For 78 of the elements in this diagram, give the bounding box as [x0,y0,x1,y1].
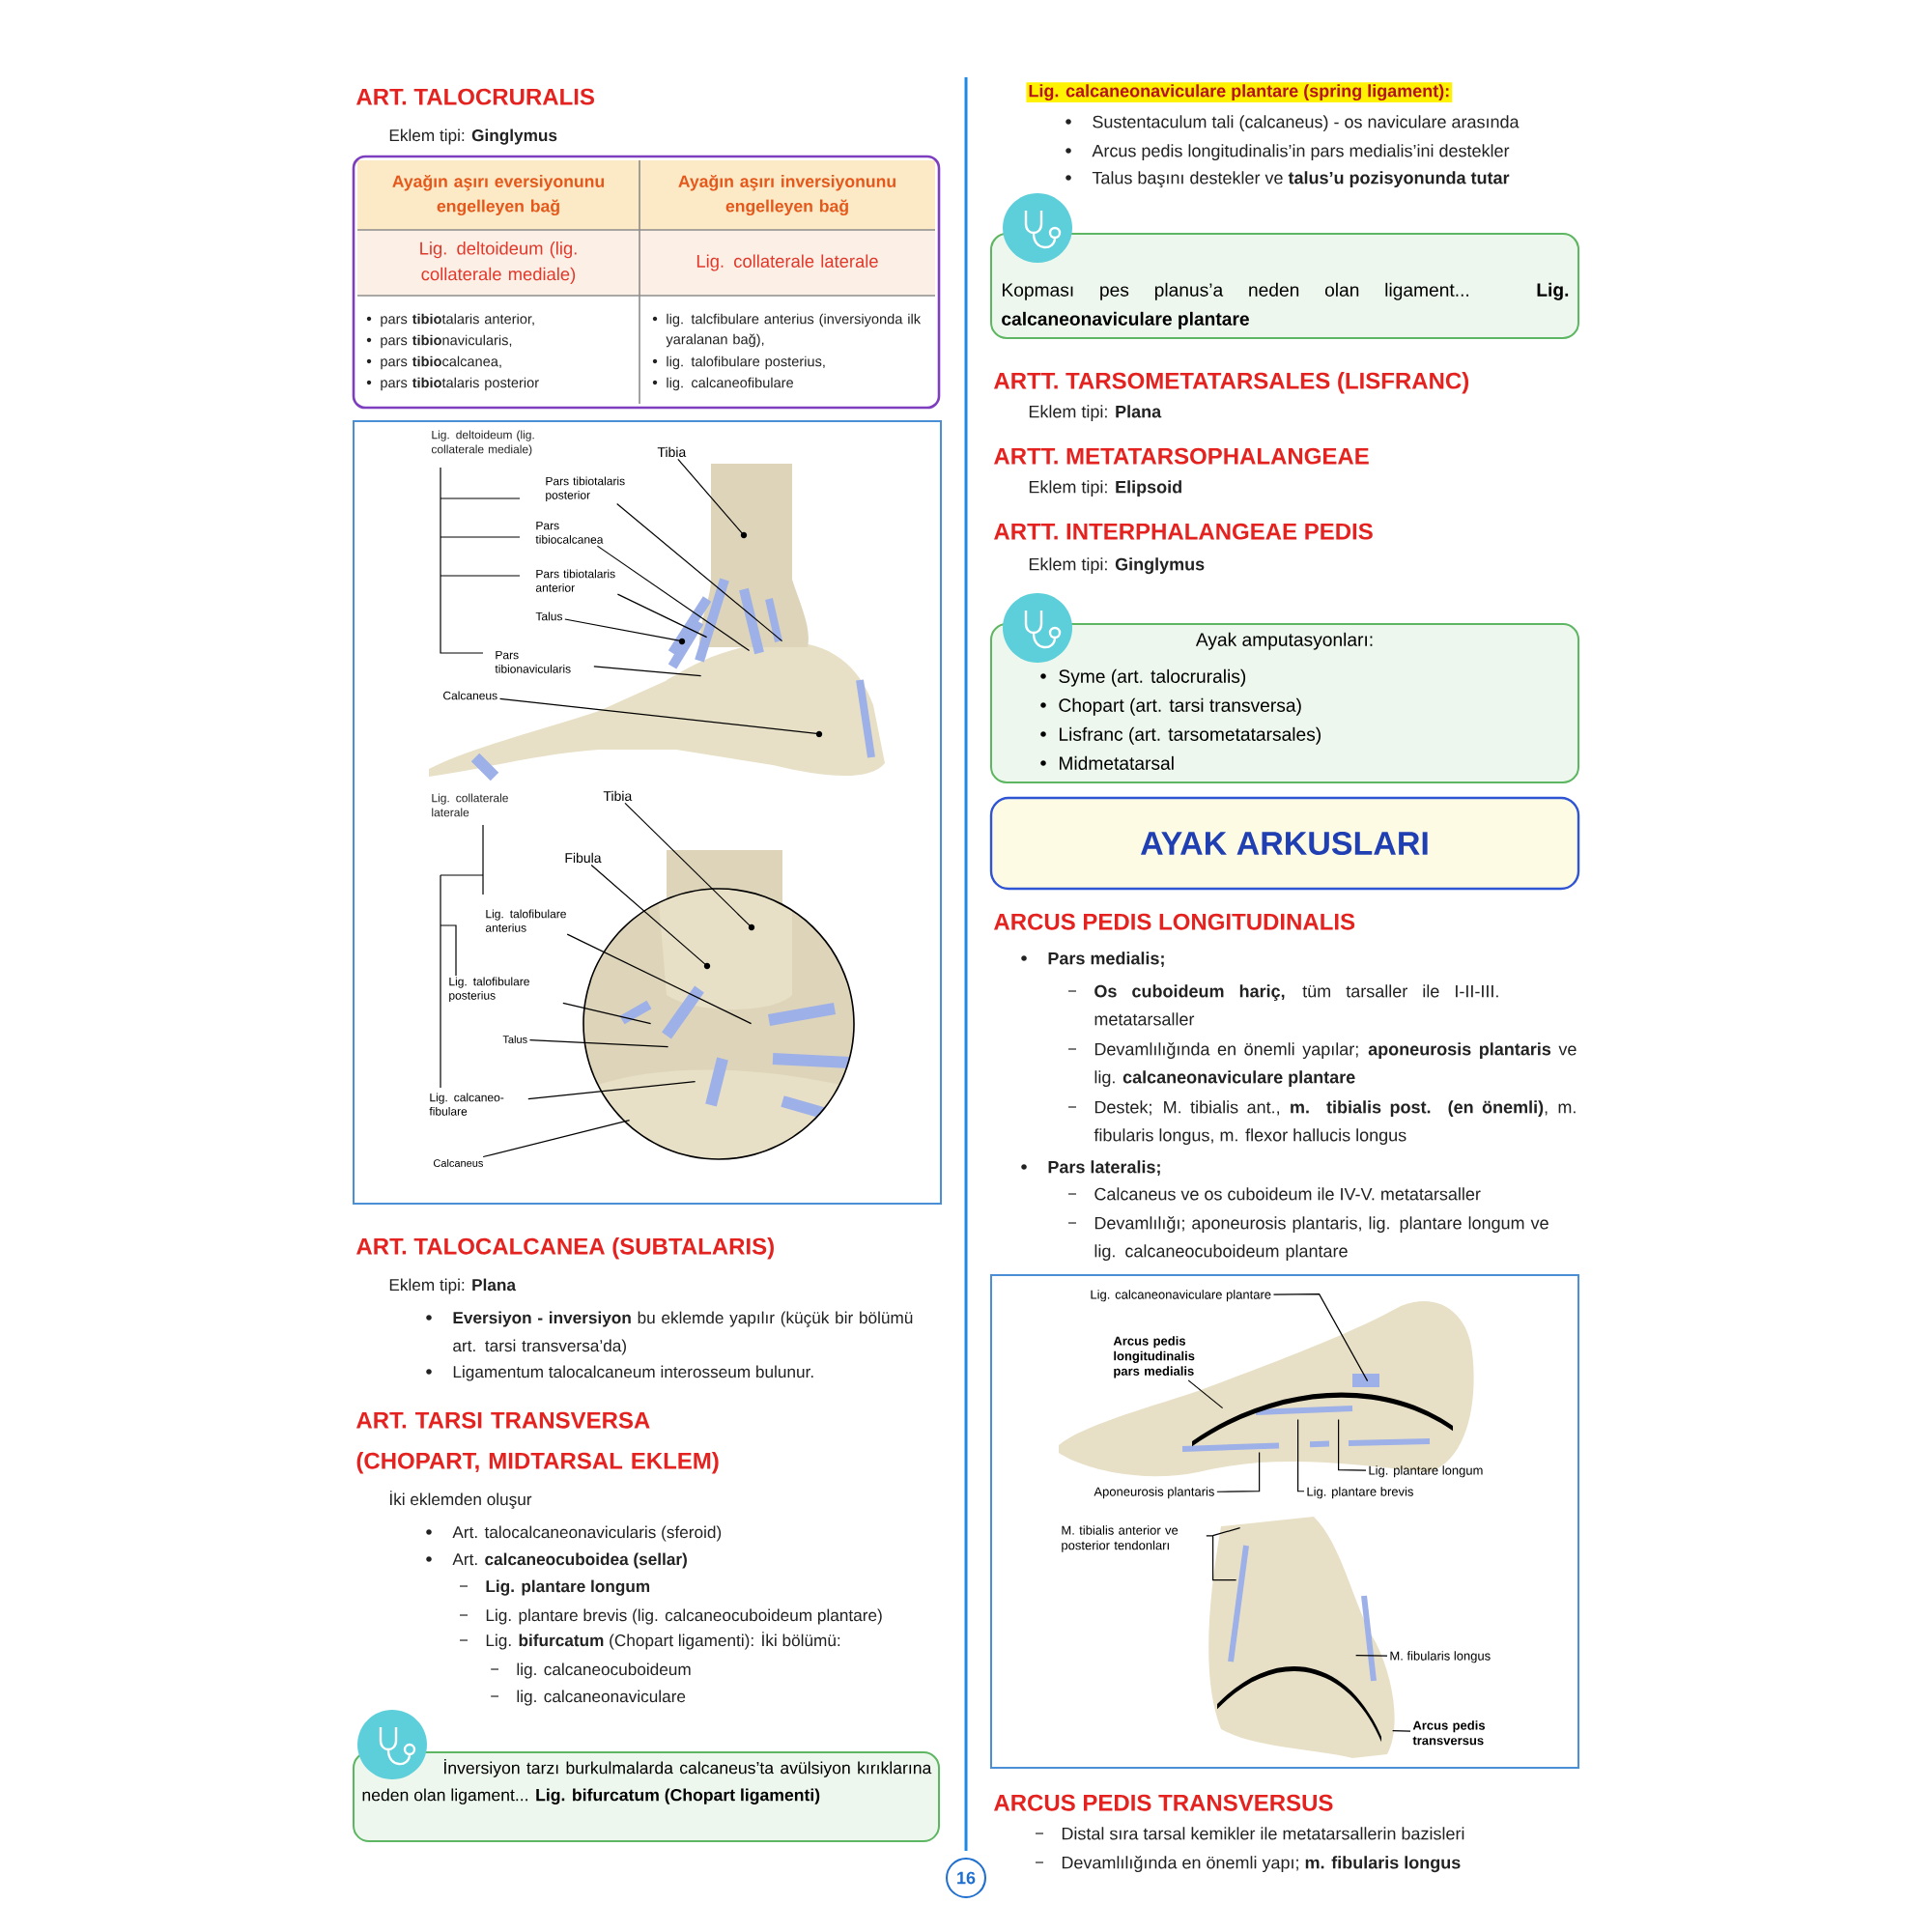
leader-line [528,1039,669,1048]
leader-line [1338,1419,1367,1471]
list-item: Pars lateralis; [1021,1160,1160,1177]
leader-line [1206,1527,1241,1581]
list-item: Lig. bifurcatum (Chopart ligamenti): İki bölümü: [459,1632,840,1650]
callout-box: Kopması pes planus’a neden olan ligament... Lig. calcaneonaviculare plantare [990,233,1580,339]
leader-line [616,502,783,642]
list-item: Art. talocalcaneonavicularis (sferoid) [426,1525,722,1542]
body-text: Eklem tipi: Plana [1029,405,1162,422]
table-cell: Lig. deltoideum (lig. collaterale mediale) [357,230,639,296]
list-item: Talus başını destekler ve talus’u pozisyonunda tutar [1065,171,1510,188]
list-item: Lig. plantare brevis (lig. calcaneocuboideum plantare) [459,1608,882,1625]
title-banner: AYAK ARKUSLARI [989,796,1580,891]
list-item: Arcus pedis longitudinalis’in pars medialis’ini destekler [1065,144,1510,161]
list-item: Eversiyon - inversiyon bu eklemde yapılır (küçük bir bölümü art. tarsi transversa’da) [426,1311,913,1355]
list-item: Devamlılığında en önemli yapı; m. fibularis longus [1035,1856,1461,1873]
list-item: Pars medialis; [1021,952,1164,968]
section-heading: ARTT. TARSOMETATARSALES (LISFRANC) [994,372,1469,394]
list-item: Chopart (art. tarsi transversa) [1040,697,1301,716]
list-item: Devamlılığı; aponeurosis plantaris, lig. plantare longum ve lig. calcaneocuboideum plantare [1067,1216,1548,1262]
callout-heading: Ayak amputasyonları: [1195,632,1373,650]
leader-line [562,1002,652,1025]
list-item: lig. calcaneonaviculare [490,1690,686,1706]
section-heading: ART. TALOCALCANEA (SUBTALARIS) [356,1237,774,1260]
table-frame [352,155,941,410]
leader-line [593,666,702,677]
callout-box [990,623,1580,783]
page-number: 16 [946,1858,986,1899]
section-heading: ARTT. METATARSOPHALANGEAE [994,447,1369,465]
list-item: Syme (art. talocruralis) [1040,668,1246,687]
table-cell: Lig. collaterale laterale [639,230,935,296]
node-label: Ayağın aşırı eversiyonunu engelleyen bağ [392,174,605,216]
leader-line [1216,1452,1261,1492]
leader-line [624,802,753,928]
leader-line [1355,1655,1388,1657]
list-item: Art. calcaneocuboidea (sellar) [426,1552,687,1569]
leader-line [527,1081,696,1100]
leader-line [677,458,745,536]
callout-box: İnversiyon tarzı burkulmalarda calcaneus’ta avülsiyon kırıklarına neden olan ligament... Lig. bifurcatum (Chopart ligamenti) [353,1751,940,1843]
leader-line [590,864,708,967]
node-label: Ayağın aşırı inversiyonunu engelleyen bağ [678,174,895,216]
leader-line [1187,1379,1224,1409]
node-label: Lig. collaterale laterale [696,254,878,271]
list-item: Sustentaculum tali (calcaneus) - os naviculare arasında [1065,115,1520,132]
section-heading: ARCUS PEDIS LONGITUDINALIS [994,913,1355,930]
leader-line [498,697,820,735]
leader-line [1297,1419,1305,1492]
body-text: İki eklemden oluşur [390,1491,532,1509]
table-cell: Ayağın aşırı inversiyonunu engelleyen bağ [639,160,935,230]
list-item: Calcaneus ve os cuboideum ile IV-V. metatarsaller [1067,1187,1481,1201]
section-heading: ART. TARSI TRANSVERSA (CHOPART, MIDTARSAL EKLEM) [356,1411,719,1474]
leader-line [1392,1730,1411,1732]
section-heading: ART. TALOCRURALIS [356,88,594,105]
leader-line [616,593,708,639]
list-item: Midmetatarsal [1040,755,1174,770]
leader-line [1272,1293,1369,1382]
list-item: Lig. plantare longum [459,1579,650,1596]
figure-frame [990,1274,1580,1769]
list-item: Ligamentum talocalcaneum interosseum bulunur. [426,1365,813,1381]
body-text: Eklem tipi: Elipsoid [1029,480,1181,497]
list-item: Destek; M. tibialis ant., m. tibialis post. (en önemli), m. fibularis longus, m. flexor hallucis longus [1067,1100,1576,1146]
table-cell: Ayağın aşırı eversiyonunu engelleyen bağ [357,160,639,230]
ankle-medial-drawing [667,464,885,776]
list-item: Lisfranc (art. tarsometatarsales) [1040,726,1321,745]
leader-line [566,933,753,1025]
leader-line [482,1120,631,1158]
node-label: Lig. deltoideum (lig. collaterale mediale) [420,242,577,284]
list-item: lig. calcaneocuboideum [490,1662,691,1679]
body-text: Eklem tipi: Plana [389,1278,517,1294]
section-heading: ARTT. INTERPHALANGEAE PEDIS [994,523,1373,540]
section-heading: ARCUS PEDIS TRANSVERSUS [994,1794,1333,1811]
leader-line [564,618,683,642]
body-text: Eklem tipi: Ginglymus [389,128,557,145]
figure-frame [353,420,942,1205]
body-text: Lig. calcaneonaviculare plantare (spring ligament): [1026,82,1453,103]
body-text: Eklem tipi: Ginglymus [1029,557,1205,575]
list-item: Distal sıra tarsal kemikler ile metatarsallerin bazisleri [1035,1827,1464,1840]
leader-line [596,545,751,652]
